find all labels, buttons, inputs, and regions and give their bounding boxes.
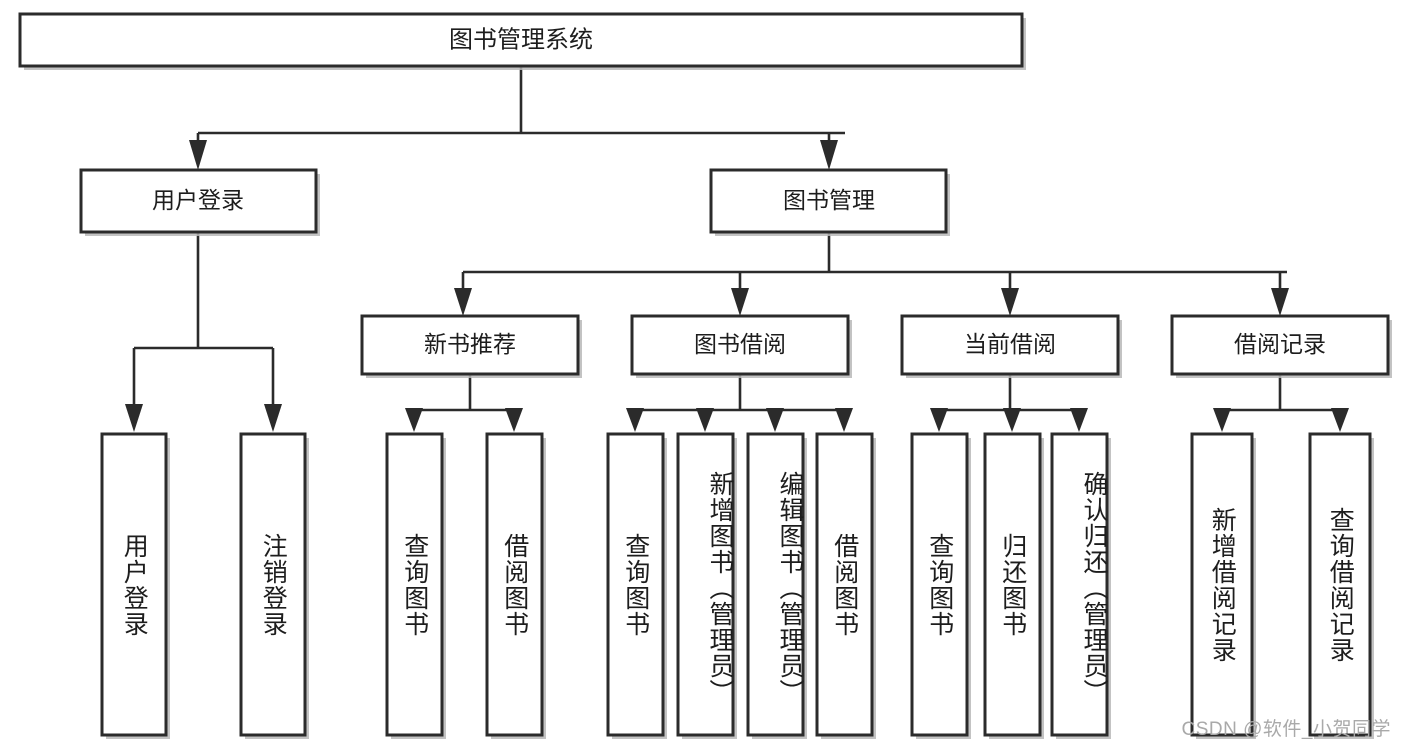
book-manage-label: 图书管理	[783, 187, 875, 213]
leaf-box-logout-login[interactable]	[239, 432, 307, 737]
node-user-login[interactable]: 用户登录	[79, 168, 320, 236]
arrow-leaf-edit-book	[766, 408, 784, 432]
node-book-manage[interactable]: 图书管理	[709, 168, 950, 236]
arrow-leaf-logout-login	[264, 404, 282, 432]
book-manage-box[interactable]	[709, 168, 948, 234]
leaf-box-query-book-1[interactable]	[385, 432, 444, 737]
arrow-leaf-return-book	[1003, 408, 1021, 432]
leaf-box-borrow-book-1[interactable]	[485, 432, 544, 737]
leaf-box-borrow-book-2[interactable]	[815, 432, 874, 737]
leaf-box-query-book-3[interactable]	[910, 432, 969, 737]
arrow-borrow-record	[1271, 288, 1289, 316]
user-login-box[interactable]	[79, 168, 318, 234]
book-borrow-box[interactable]	[630, 314, 850, 376]
borrow-record-box[interactable]	[1170, 314, 1390, 376]
connectors	[125, 66, 1349, 432]
current-borrow-box[interactable]	[900, 314, 1120, 376]
user-login-label: 用户登录	[152, 187, 244, 213]
node-borrow-record[interactable]: 借阅记录	[1170, 314, 1392, 378]
arrow-leaf-query-book-3	[930, 408, 948, 432]
arrow-leaf-query-book-2	[626, 408, 644, 432]
leaf-box-return-book[interactable]	[983, 432, 1042, 737]
node-root[interactable]: 图书管理系统	[18, 12, 1026, 70]
arrow-leaf-borrow-book-1	[505, 408, 523, 432]
leaf-box-query-book-2[interactable]	[606, 432, 665, 737]
new-book-rec-label: 新书推荐	[424, 331, 516, 357]
arrow-leaf-confirm-return	[1070, 408, 1088, 432]
arrow-leaf-query-record	[1331, 408, 1349, 432]
leaf-box-confirm-return[interactable]	[1050, 432, 1109, 737]
arrow-book-manage	[820, 140, 838, 170]
node-book-borrow[interactable]: 图书借阅	[630, 314, 852, 378]
arrow-leaf-user-login	[125, 404, 143, 432]
leaf-boxes	[100, 432, 1374, 739]
arrow-leaf-add-book	[696, 408, 714, 432]
borrow-record-label: 借阅记录	[1234, 331, 1326, 357]
leaf-box-add-record[interactable]	[1190, 432, 1254, 737]
leaf-box-query-record[interactable]	[1308, 432, 1372, 737]
node-current-borrow[interactable]: 当前借阅	[900, 314, 1122, 378]
root-box[interactable]	[18, 12, 1024, 68]
leaf-box-add-book[interactable]	[676, 432, 735, 737]
arrow-book-borrow	[731, 288, 749, 316]
arrow-user-login	[189, 140, 207, 170]
arrow-new-book-rec	[454, 288, 472, 316]
arrow-leaf-borrow-book-2	[835, 408, 853, 432]
current-borrow-label: 当前借阅	[964, 331, 1056, 357]
arrow-leaf-query-book-1	[405, 408, 423, 432]
leaf-box-user-login[interactable]	[100, 432, 168, 737]
leaf-box-edit-book[interactable]	[746, 432, 805, 737]
arrow-current-borrow	[1001, 288, 1019, 316]
watermark-text: CSDN @软件_小贺同学	[1181, 719, 1391, 740]
book-borrow-label: 图书借阅	[694, 331, 786, 357]
node-new-book-rec[interactable]: 新书推荐	[360, 314, 582, 378]
root-label: 图书管理系统	[449, 26, 593, 53]
new-book-rec-box[interactable]	[360, 314, 580, 376]
arrow-leaf-add-record	[1213, 408, 1231, 432]
